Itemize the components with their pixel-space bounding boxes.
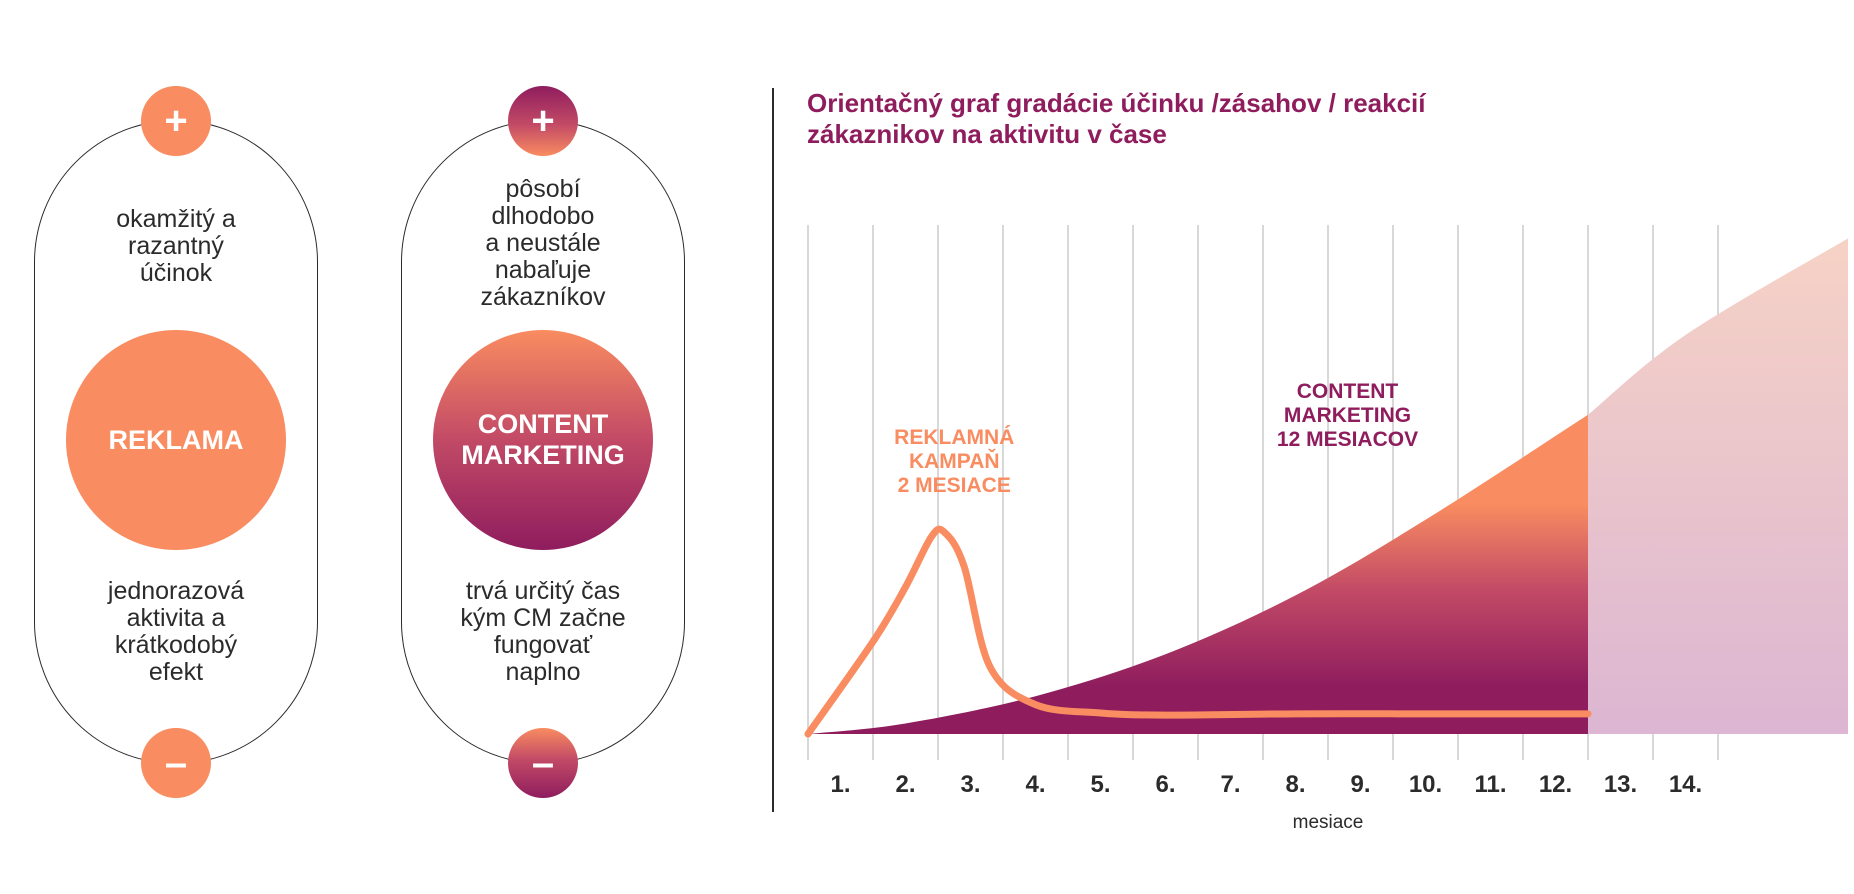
x-axis-label: mesiace (1293, 812, 1364, 833)
reklama-minus-icon: – (141, 728, 211, 798)
x-tick-label: 4. (1025, 771, 1045, 798)
reklama-minus-symbol: – (164, 741, 188, 785)
content-marketing-area (808, 414, 1588, 734)
annotation-line: MARKETING (1284, 404, 1411, 427)
content-marketing-plus-symbol: + (531, 99, 555, 143)
x-tick-label: 1. (830, 771, 850, 798)
chart-title: Orientačný graf gradácie účinku /zásahov… (807, 88, 1426, 149)
reklama-disadvantage-text: jednorazová aktivita a krátkodobý efekt (107, 577, 245, 686)
x-tick-labels: 1. 2. 3. 4. 5. 6. 7. 8. 9. 10. 11. 12. 13. 14. (830, 771, 1702, 798)
x-tick-label: 8. (1285, 771, 1305, 798)
annotation-line: KAMPAŇ (909, 449, 1000, 473)
annotation-line: REKLAMNÁ (894, 426, 1014, 449)
reklamna-kampan-line (804, 525, 1592, 738)
x-tick-label: 3. (960, 771, 980, 798)
x-tick-label: 12. (1539, 771, 1572, 798)
x-tick-label: 14. (1669, 771, 1702, 798)
content-marketing-disadvantage-text: trvá určitý čas kým CM začne fungovať na… (460, 577, 626, 686)
x-tick-label: 13. (1604, 771, 1637, 798)
reklama-label: REKLAMA (108, 424, 244, 455)
reklama-plus-symbol: + (164, 99, 188, 143)
content-marketing-circle: CONTENT MARKETING (433, 330, 653, 550)
reklama-advantage-text: okamžitý a razantný účinok (116, 205, 236, 287)
chart-areas (808, 238, 1848, 734)
content-marketing-label: CONTENT MARKETING (461, 409, 625, 470)
annotation-line: 2 MESIACE (898, 474, 1011, 497)
x-tick-label: 10. (1409, 771, 1442, 798)
reklama-circle: REKLAMA (66, 330, 286, 550)
x-tick-label: 2. (895, 771, 915, 798)
x-tick-label: 9. (1350, 771, 1370, 798)
content-marketing-advantage-text: pôsobí dlhodobo a neustále nabaľuje záka… (480, 175, 606, 311)
annotation-line: CONTENT (1297, 380, 1399, 403)
content-marketing-minus-symbol: – (531, 741, 555, 785)
reklama-plus-icon: + (141, 86, 211, 156)
x-tick-label: 5. (1090, 771, 1110, 798)
x-tick-label: 7. (1220, 771, 1240, 798)
projection-area (1588, 238, 1848, 734)
chart-lines (804, 525, 1592, 738)
section-divider (772, 88, 774, 812)
annotation-line: 12 MESIACOV (1277, 428, 1418, 451)
content-marketing-plus-icon: + (508, 86, 578, 156)
content-marketing-minus-icon: – (508, 728, 578, 798)
x-tick-label: 6. (1155, 771, 1175, 798)
x-tick-label: 11. (1474, 771, 1506, 798)
